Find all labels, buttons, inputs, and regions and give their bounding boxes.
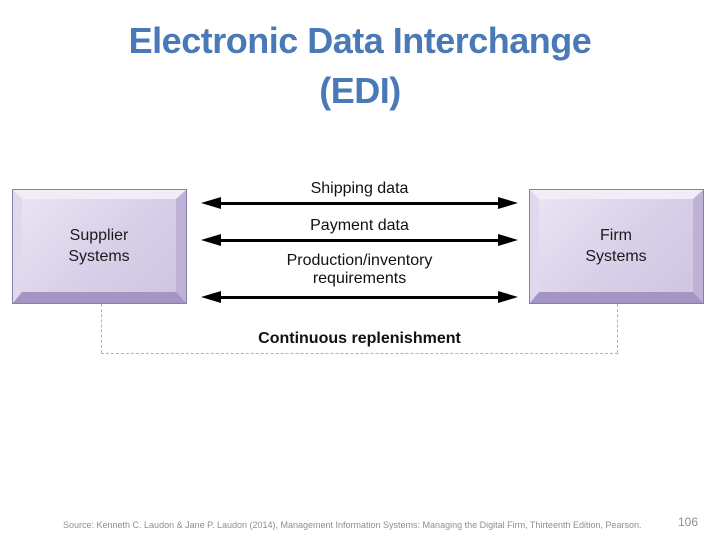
firm-systems-label: Firm Systems	[585, 226, 647, 265]
double-arrow-production-inventory	[201, 290, 518, 304]
arrow-right-head-icon	[498, 291, 518, 303]
supplier-systems-box: Supplier Systems	[12, 189, 187, 304]
arrow-shaft	[218, 201, 501, 205]
arrow-right-head-icon	[498, 234, 518, 246]
arrow-left-head-icon	[201, 234, 221, 246]
firm-systems-box: Firm Systems	[529, 189, 704, 304]
dashed-connector-right	[617, 304, 618, 353]
page-number: 106	[677, 515, 698, 529]
dashed-connector-left	[101, 304, 102, 353]
dashed-connector-bottom	[101, 353, 618, 354]
slide-title: Electronic Data Interchange (EDI)	[0, 16, 720, 116]
arrow-shaft	[218, 238, 501, 242]
double-arrow-payment-data	[201, 233, 518, 247]
arrow-left-head-icon	[201, 197, 221, 209]
arrow-shaft	[218, 295, 501, 299]
arrow-left-head-icon	[201, 291, 221, 303]
slide-title-line1: Electronic Data Interchange	[128, 20, 592, 61]
double-arrow-shipping-data	[201, 196, 518, 210]
flow-label-production-inventory: Production/inventory requirements	[286, 252, 433, 287]
flow-label-payment-data: Payment data	[310, 217, 409, 234]
flow-label-shipping-data: Shipping data	[310, 180, 409, 197]
continuous-replenishment-label: Continuous replenishment	[258, 330, 461, 347]
slide-title-line2: (EDI)	[319, 70, 401, 111]
source-citation: Source: Kenneth C. Laudon & Jane P. Laud…	[63, 520, 642, 530]
supplier-systems-label: Supplier Systems	[68, 226, 130, 265]
arrow-right-head-icon	[498, 197, 518, 209]
